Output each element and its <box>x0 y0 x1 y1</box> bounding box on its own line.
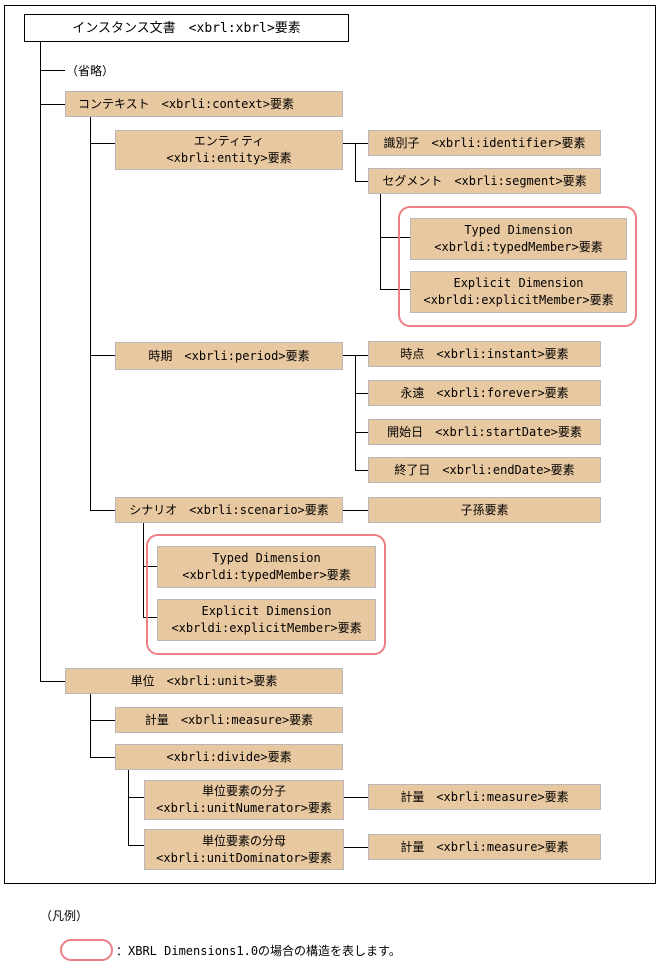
denominator-label: 単位要素の分母 <box>201 833 286 848</box>
segment-explicit-dimension: Explicit Dimension <xbrldi:explicitMembe… <box>410 271 627 313</box>
typed-dimension-label: Typed Dimension <box>464 223 573 237</box>
connector <box>90 757 115 758</box>
connector <box>343 510 368 511</box>
connector <box>90 694 91 757</box>
segment-label: セグメント <xbrli:segment>要素 <box>382 173 587 188</box>
explicit-dimension-label: Explicit Dimension <box>453 276 584 290</box>
unit-element: 単位 <xbrli:unit>要素 <box>65 668 343 694</box>
connector <box>128 770 129 845</box>
end-date-label: 終了日 <xbrli:endDate>要素 <box>394 462 575 477</box>
connector <box>128 797 144 798</box>
connector <box>380 194 381 289</box>
connector <box>344 797 368 798</box>
period-label: 時期 <xbrli:period>要素 <box>148 348 310 363</box>
identifier-label: 識別子 <xbrli:identifier>要素 <box>383 135 586 150</box>
unit-label: 単位 <xbrli:unit>要素 <box>130 673 278 688</box>
connector <box>40 681 65 682</box>
connector <box>380 289 410 290</box>
instant-label: 時点 <xbrli:instant>要素 <box>400 346 569 361</box>
legend-text: ：XBRL Dimensions1.0の場合の構造を表します。 <box>116 944 401 958</box>
start-date-label: 開始日 <xbrli:startDate>要素 <box>387 424 582 439</box>
forever-element: 永遠 <xbrli:forever>要素 <box>368 380 601 406</box>
measure-element: 計量 <xbrli:measure>要素 <box>115 707 343 733</box>
explicit-dimension-label: Explicit Dimension <box>201 604 332 618</box>
root-label: インスタンス文書 <xbrl:xbrl>要素 <box>72 20 301 36</box>
end-date-element: 終了日 <xbrli:endDate>要素 <box>368 457 601 483</box>
period-element: 時期 <xbrli:period>要素 <box>115 342 343 370</box>
scenario-element: シナリオ <xbrli:scenario>要素 <box>115 497 343 523</box>
explicit-dimension-tag: <xbrldi:explicitMember>要素 <box>423 293 614 307</box>
connector <box>90 355 115 356</box>
instant-element: 時点 <xbrli:instant>要素 <box>368 341 601 367</box>
unit-numerator-element: 単位要素の分子 <xbrli:unitNumerator>要素 <box>144 780 344 820</box>
scenario-explicit-dimension: Explicit Dimension <xbrldi:explicitMembe… <box>157 599 376 641</box>
connector <box>344 847 368 848</box>
context-element: コンテキスト <xbrli:context>要素 <box>65 91 343 117</box>
segment-typed-dimension: Typed Dimension <xbrldi:typedMember>要素 <box>410 218 627 260</box>
diagram-frame <box>4 5 656 884</box>
divide-element: <xbrli:divide>要素 <box>115 744 343 770</box>
scenario-label: シナリオ <xbrli:scenario>要素 <box>129 502 329 517</box>
entity-label: エンティティ <box>193 134 265 148</box>
connector <box>90 720 115 721</box>
connector <box>355 470 368 471</box>
connector <box>355 143 356 181</box>
connector <box>90 143 115 144</box>
context-label: コンテキスト <xbrli:context>要素 <box>78 96 295 111</box>
connector <box>355 355 356 470</box>
denominator-measure-element: 計量 <xbrli:measure>要素 <box>368 834 601 860</box>
numerator-label: 単位要素の分子 <box>201 784 286 798</box>
typed-dimension-tag: <xbrldi:typedMember>要素 <box>434 240 603 254</box>
segment-element: セグメント <xbrli:segment>要素 <box>368 168 601 194</box>
measure-label: 計量 <xbrli:measure>要素 <box>400 839 569 854</box>
connector <box>143 617 157 618</box>
root-instance-document: インスタンス文書 <xbrl:xbrl>要素 <box>24 14 349 42</box>
legend-title: （凡例） <box>40 909 89 923</box>
connector <box>90 117 91 510</box>
forever-label: 永遠 <xbrli:forever>要素 <box>400 385 569 400</box>
entity-element: エンティティ <xbrli:entity>要素 <box>115 130 343 170</box>
dimensions-highlight-scenario <box>146 534 386 655</box>
connector <box>90 510 115 511</box>
start-date-element: 開始日 <xbrli:startDate>要素 <box>368 419 601 445</box>
measure-label: 計量 <xbrli:measure>要素 <box>400 789 569 804</box>
connector <box>380 237 410 238</box>
numerator-tag: <xbrli:unitNumerator>要素 <box>156 801 332 815</box>
typed-dimension-label: Typed Dimension <box>212 551 321 565</box>
scenario-typed-dimension: Typed Dimension <xbrldi:typedMember>要素 <box>157 546 376 588</box>
descendants-label: 子孫要素 <box>460 502 509 517</box>
connector <box>355 181 368 182</box>
measure-label: 計量 <xbrli:measure>要素 <box>144 712 314 727</box>
connector <box>40 70 65 71</box>
omitted-label: （省略） <box>66 64 115 78</box>
explicit-dimension-tag: <xbrldi:explicitMember>要素 <box>171 621 362 635</box>
connector <box>128 845 144 846</box>
connector <box>40 41 41 681</box>
denominator-tag: <xbrli:unitDominator>要素 <box>156 850 332 865</box>
entity-tag: <xbrli:entity>要素 <box>166 151 292 165</box>
connector <box>355 432 368 433</box>
numerator-measure-element: 計量 <xbrli:measure>要素 <box>368 784 601 810</box>
dimensions-highlight-segment <box>398 206 637 327</box>
descendants-element: 子孫要素 <box>368 497 601 523</box>
connector <box>40 104 65 105</box>
connector <box>143 523 144 617</box>
unit-denominator-element: 単位要素の分母 <xbrli:unitDominator>要素 <box>144 829 344 870</box>
legend-highlight-swatch <box>60 939 113 961</box>
identifier-element: 識別子 <xbrli:identifier>要素 <box>368 130 601 156</box>
typed-dimension-tag: <xbrldi:typedMember>要素 <box>182 568 351 582</box>
connector <box>143 566 157 567</box>
connector <box>355 393 368 394</box>
divide-label: <xbrli:divide>要素 <box>166 749 292 764</box>
